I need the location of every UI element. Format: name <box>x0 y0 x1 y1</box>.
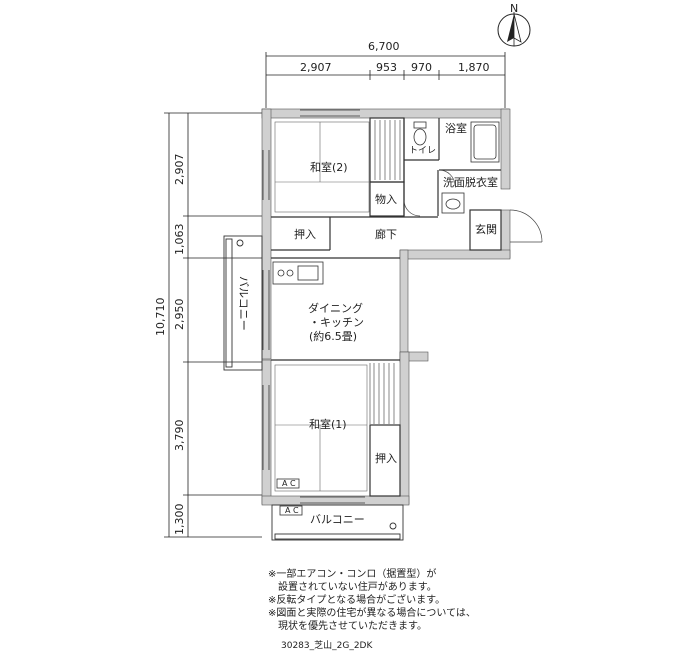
room-oshiire-top: 押入 <box>294 227 316 241</box>
room-entrance: 玄関 <box>475 222 497 236</box>
room-balcony-left: バルコニー <box>237 276 250 331</box>
windows <box>262 109 365 504</box>
wash-basin-icon <box>441 192 465 214</box>
room-dining-line-2: ・キッチン <box>309 316 364 329</box>
note-line: ※一部エアコン・コンロ（据置型）が <box>268 569 437 580</box>
ac-unit-icon <box>276 478 300 489</box>
kitchen-stove-icon <box>272 261 324 285</box>
compass-label: N <box>510 2 518 15</box>
tatami-outlines <box>274 121 370 492</box>
notes-block: ※一部エアコン・コンロ（据置型）が 設置されていない住戸があります。 ※反転タイ… <box>268 568 476 633</box>
closet-shelving-top <box>374 120 401 180</box>
room-monoire: 物入 <box>375 192 397 206</box>
dim-left-seg-3: 2,950 <box>173 299 186 331</box>
toilet-icon <box>413 121 427 146</box>
ac-label-1: A C <box>282 479 296 488</box>
dim-top-seg-1: 2,907 <box>300 61 332 74</box>
bathtub-icon <box>470 121 500 163</box>
room-hallway: 廊下 <box>375 227 397 241</box>
dim-top-seg-2: 953 <box>376 61 397 74</box>
north-compass-icon <box>497 12 531 47</box>
dim-left-seg-4: 3,790 <box>173 420 186 452</box>
dim-top-seg-3: 970 <box>411 61 432 74</box>
dim-left-seg-1: 2,907 <box>173 154 186 186</box>
room-balcony-bottom: バルコニー <box>310 513 365 526</box>
closet-shelving-bottom <box>369 363 395 424</box>
room-bath: 浴室 <box>445 121 467 135</box>
room-washitsu-2: 和室(2) <box>310 160 348 174</box>
outer-walls <box>261 108 511 506</box>
dim-left-total: 10,710 <box>154 298 167 337</box>
room-dining-line-1: ダイニング <box>308 301 363 315</box>
room-washroom: 洗面脱衣室 <box>443 175 498 189</box>
balcony-bottom <box>271 504 404 541</box>
balcony-left <box>223 235 263 371</box>
door-swings <box>403 169 543 243</box>
dim-left-seg-2: 1,063 <box>173 224 186 256</box>
room-dining-line-3: (約6.5畳) <box>309 329 357 343</box>
left-dimension-lines <box>164 112 262 538</box>
note-line: ※反転タイプとなる場合がございます。 <box>268 595 446 606</box>
interior-walls <box>271 117 502 497</box>
note-line: 現状を優先させていただきます。 <box>268 621 427 632</box>
ac-label-2: A C <box>285 506 299 515</box>
dim-top-seg-4: 1,870 <box>458 61 490 74</box>
dim-top-total: 6,700 <box>368 40 400 53</box>
ac-unit-icon <box>279 505 303 516</box>
room-toilet: トイレ <box>409 146 436 156</box>
dim-left-seg-5: 1,300 <box>173 504 186 536</box>
room-washitsu-1: 和室(1) <box>309 417 347 431</box>
note-line: 設置されていない住戸があります。 <box>268 582 437 593</box>
top-dimension-lines <box>265 52 506 108</box>
room-oshiire-bottom: 押入 <box>375 451 397 465</box>
note-line: ※図面と実際の住宅が異なる場合については、 <box>268 608 476 619</box>
plan-code: 30283_芝山_2G_2DK <box>281 641 373 651</box>
